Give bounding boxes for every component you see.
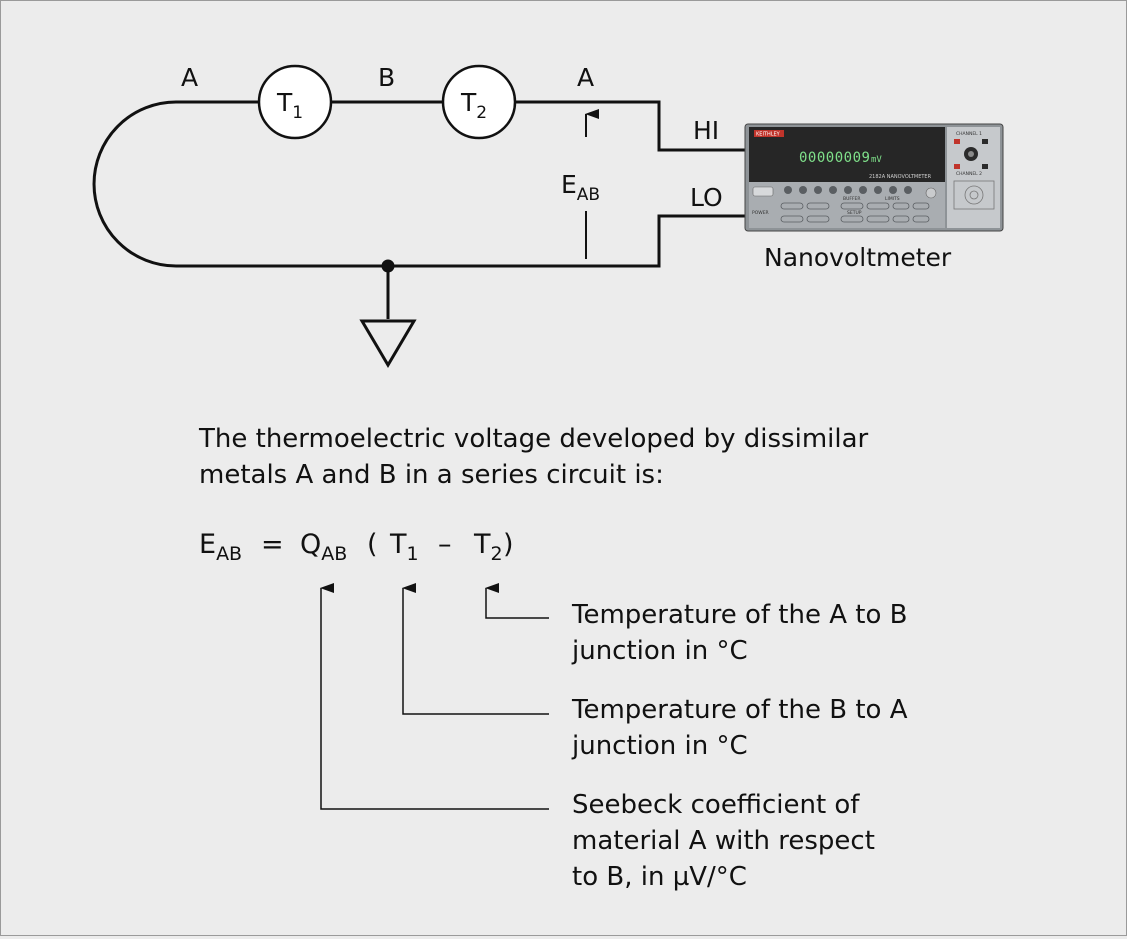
emf-label: EAB [561,170,600,205]
meter-limits-label: LIMITS [885,196,900,202]
meter-display-unit: mV [871,155,882,165]
meter-buttons [784,186,912,194]
meter-channel-2-label: CHANNEL 2 [956,171,982,177]
t1-note-line-2: junction in °C [571,731,748,761]
equation-t1: T1 [389,529,419,565]
leader-t1 [402,583,549,715]
wire-label-a-right: A [577,63,594,92]
wire-bottom [176,214,749,268]
seebeck-equation: EAB = QAB ( T1 – T2 ) [199,529,514,565]
equation-lhs: EAB [199,529,242,565]
q-note-line-2: material A with respect [572,826,875,856]
nanovoltmeter-instrument: KEITHLEY 00000009 mV 2182A NANOVOLTMETER… [744,123,1004,232]
equation-open-paren: ( [367,529,378,560]
t1-note-line-1: Temperature of the B to A [571,695,908,725]
meter-channel-1-label: CHANNEL 1 [956,131,982,137]
junction-t2-circle [441,64,517,140]
leader-t2 [485,583,549,619]
wire-loop-left [92,100,177,268]
meter-display-value: 00000009 [799,150,870,166]
junction-t2-label: T2 [460,88,487,123]
t2-note-line-2: junction in °C [571,636,748,666]
wire-label-a-left: A [181,63,198,92]
wire-label-b: B [378,63,395,92]
meter-brand-badge [754,130,784,137]
ground-symbol [359,319,417,368]
meter-model: 2182A NANOVOLTMETER [869,174,932,180]
instrument-caption: Nanovoltmeter [764,243,952,272]
q-note-line-3: to B, in µV/°C [572,862,747,892]
junction-t1-circle [257,64,333,140]
circuit [92,100,749,368]
equation-minus: – [438,529,452,560]
meter-buffer-label: BUFFER [843,196,861,202]
meter-power-label: POWER [752,210,769,216]
description-line-2: metals A and B in a series circuit is: [199,460,664,490]
junction-t1-label: T1 [276,88,303,123]
equation-equals: = [261,529,284,560]
ground-node-dot [381,259,395,273]
t2-note-line-1: Temperature of the A to B [571,600,907,630]
q-note-line-1: Seebeck coefficient of [572,790,860,820]
leader-q [320,583,549,810]
hi-terminal-label: HI [693,116,719,145]
equation-t2: T2 [473,529,503,565]
equation-close-paren: ) [503,529,514,560]
wire-top-a-right [515,100,749,152]
meter-setup-label: SETUP [847,210,862,216]
description-line-1: The thermoelectric voltage developed by … [198,424,869,454]
meter-brand: KEITHLEY [756,132,781,138]
equation-coefficient: QAB [300,529,347,565]
junction-t2: T2 [441,64,517,140]
lo-terminal-label: LO [690,183,723,212]
junction-t1: T1 [257,64,333,140]
